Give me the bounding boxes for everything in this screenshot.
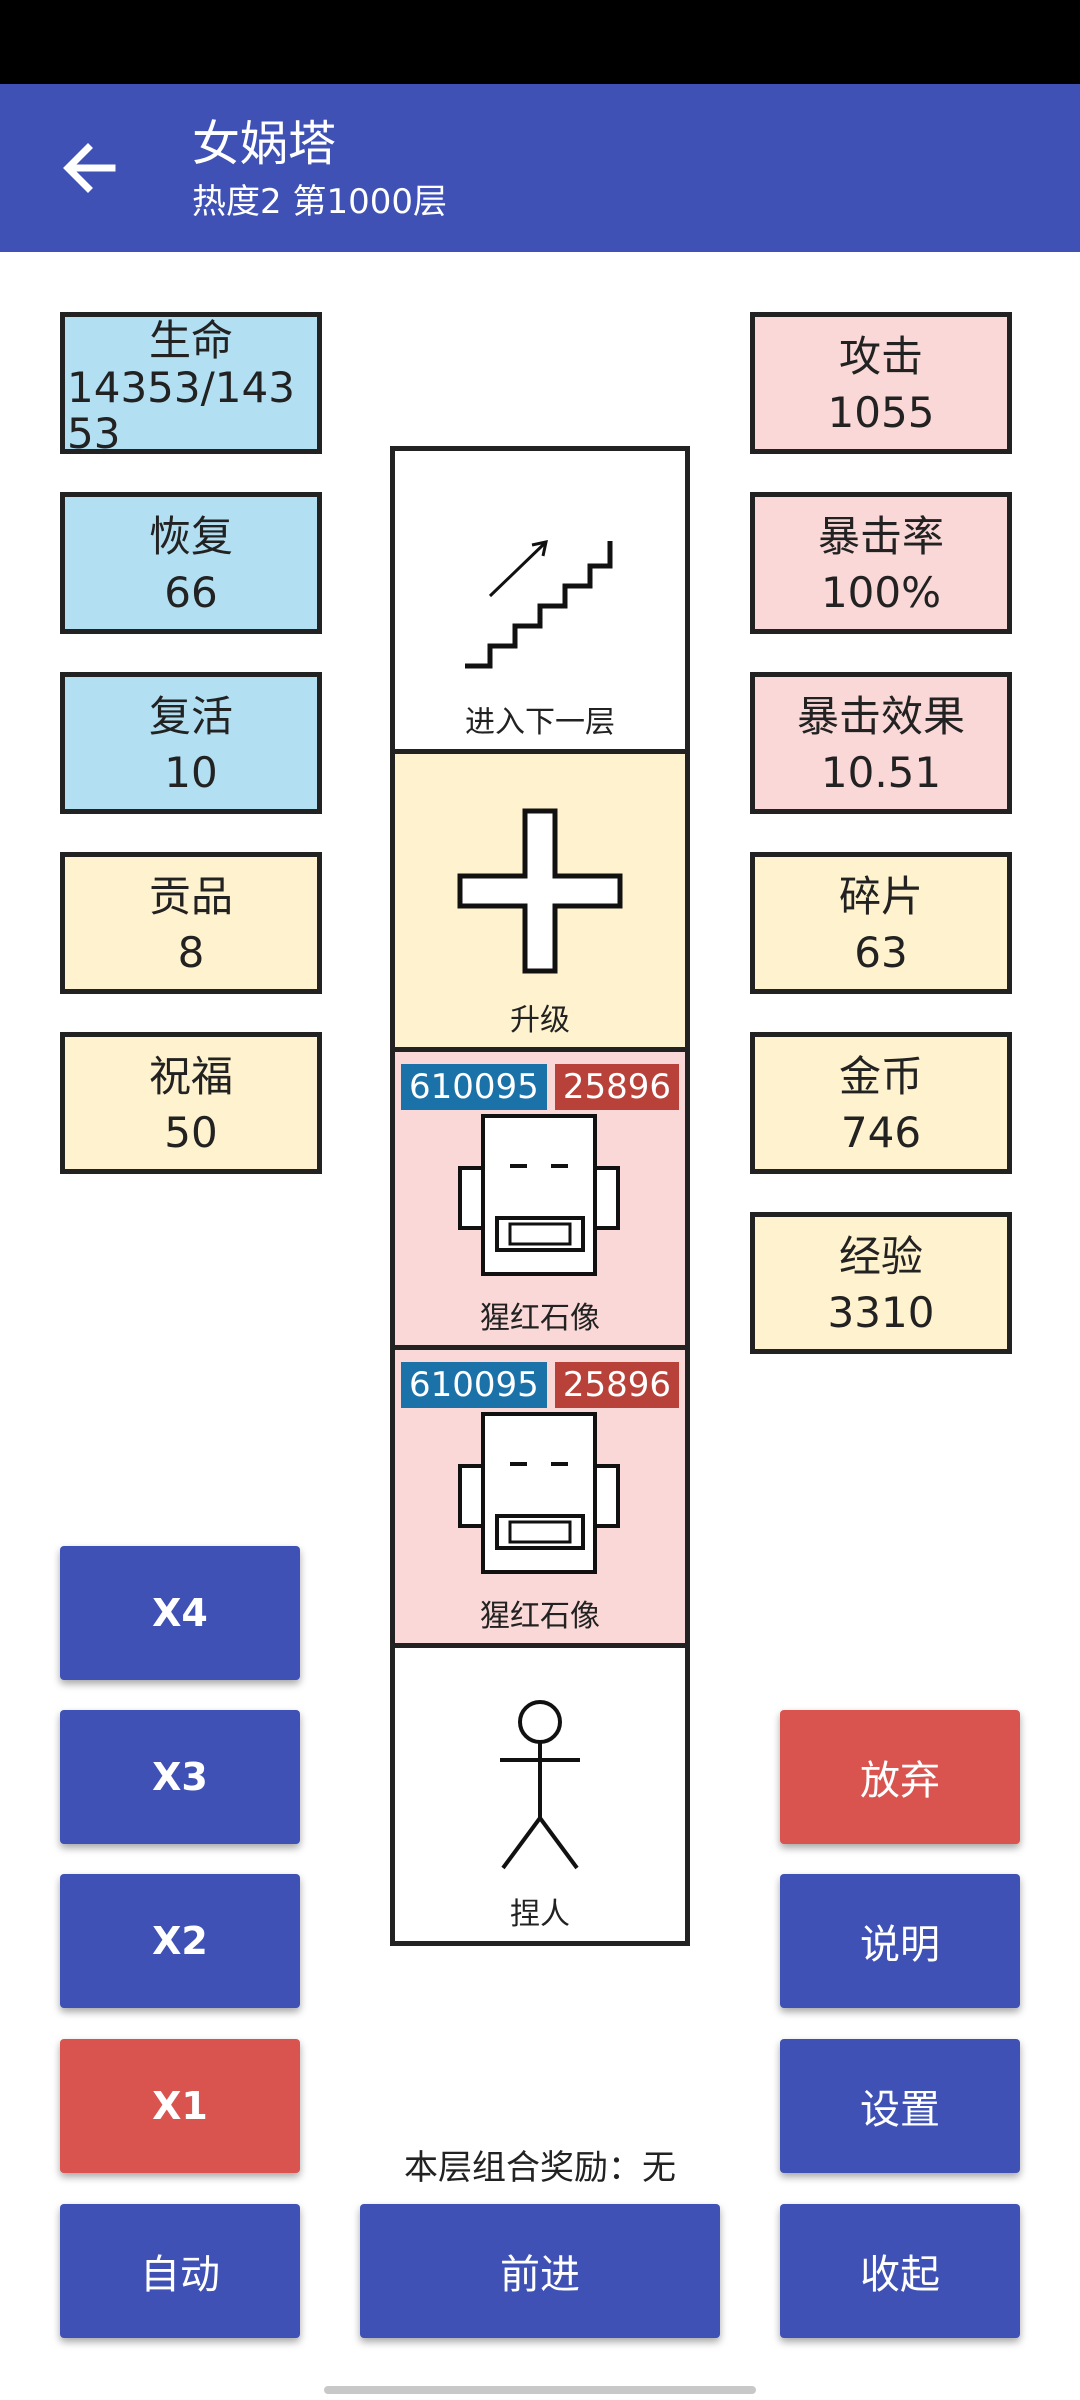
stat-label: 生命 <box>148 316 233 365</box>
floor-combo-reward: 本层组合奖励：无 <box>404 2148 676 2188</box>
stat-hp: 生命 14353/14353 <box>60 312 322 454</box>
stat-label: 贡品 <box>148 872 233 921</box>
stat-value: 14353/14353 <box>67 363 295 454</box>
stone-statue-icon <box>458 1114 620 1276</box>
tower-cell-player[interactable]: 捏人 <box>395 1643 685 1941</box>
stat-label: 暴击率 <box>817 512 944 561</box>
tower-cell-enemy[interactable]: 610095 25896 猩红石像 <box>395 1047 685 1345</box>
back-arrow-icon[interactable] <box>58 136 122 200</box>
stat-label: 攻击 <box>838 332 923 381</box>
tower-cell-label: 猩红石像 <box>480 1599 600 1634</box>
stat-value: 746 <box>840 1108 922 1157</box>
stat-value: 10.51 <box>820 748 942 797</box>
enemy-attack-badge: 25896 <box>554 1064 679 1110</box>
stat-crit-effect: 暴击效果 10.51 <box>750 672 1012 814</box>
speed-x4-button[interactable]: X4 <box>60 1546 300 1680</box>
give-up-button[interactable]: 放弃 <box>780 1710 1020 1844</box>
stat-value: 8 <box>177 928 205 977</box>
enemy-attack-badge: 25896 <box>554 1362 679 1408</box>
stat-blessing: 祝福 50 <box>60 1032 322 1174</box>
stat-label: 复活 <box>148 692 233 741</box>
speed-x1-button[interactable]: X1 <box>60 2039 300 2173</box>
stat-value: 66 <box>164 568 218 617</box>
stat-label: 暴击效果 <box>796 692 965 741</box>
enemy-hp-badge: 610095 <box>401 1362 547 1408</box>
stat-tribute: 贡品 8 <box>60 852 322 994</box>
settings-button[interactable]: 设置 <box>780 2039 1020 2173</box>
tower-column: 进入下一层 升级 610095 25896 猩红石像 610095 25896 <box>390 446 690 1946</box>
auto-button[interactable]: 自动 <box>60 2204 300 2338</box>
collapse-button[interactable]: 收起 <box>780 2204 1020 2338</box>
stat-label: 碎片 <box>838 872 923 921</box>
stat-attack: 攻击 1055 <box>750 312 1012 454</box>
speed-x3-button[interactable]: X3 <box>60 1710 300 1844</box>
stat-value: 63 <box>854 928 908 977</box>
stat-label: 祝福 <box>148 1052 233 1101</box>
gesture-nav-bar[interactable] <box>324 2386 756 2394</box>
tower-cell-upgrade[interactable]: 升级 <box>395 749 685 1047</box>
stairs-icon <box>465 540 613 669</box>
help-button[interactable]: 说明 <box>780 1874 1020 2008</box>
stat-label: 经验 <box>838 1232 923 1281</box>
forward-button[interactable]: 前进 <box>360 2204 720 2338</box>
tower-cell-next-floor[interactable]: 进入下一层 <box>395 451 685 749</box>
enemy-hp-badge: 610095 <box>401 1064 547 1110</box>
stat-exp: 经验 3310 <box>750 1212 1012 1354</box>
stat-fragments: 碎片 63 <box>750 852 1012 994</box>
plus-icon <box>457 808 623 974</box>
stat-value: 3310 <box>827 1288 935 1337</box>
tower-cell-label: 捏人 <box>510 1897 570 1932</box>
stat-label: 恢复 <box>148 512 233 561</box>
tower-cell-label: 升级 <box>510 1003 570 1038</box>
stick-figure-icon <box>500 1700 580 1870</box>
stat-crit-rate: 暴击率 100% <box>750 492 1012 634</box>
stone-statue-icon <box>458 1412 620 1574</box>
stat-regen: 恢复 66 <box>60 492 322 634</box>
tower-cell-label: 猩红石像 <box>480 1301 600 1336</box>
tower-cell-enemy[interactable]: 610095 25896 猩红石像 <box>395 1345 685 1643</box>
stat-value: 1055 <box>827 388 935 437</box>
stat-label: 金币 <box>838 1052 923 1101</box>
stat-gold: 金币 746 <box>750 1032 1012 1174</box>
tower-cell-label: 进入下一层 <box>465 705 615 740</box>
stat-revive: 复活 10 <box>60 672 322 814</box>
status-bar <box>0 0 1080 84</box>
app-bar: 女娲塔 热度2 第1000层 <box>0 84 1080 252</box>
page-title: 女娲塔 <box>192 116 337 172</box>
speed-x2-button[interactable]: X2 <box>60 1874 300 2008</box>
stat-value: 100% <box>820 568 942 617</box>
stat-value: 10 <box>164 748 218 797</box>
stat-value: 50 <box>164 1108 218 1157</box>
page-subtitle: 热度2 第1000层 <box>192 182 447 222</box>
